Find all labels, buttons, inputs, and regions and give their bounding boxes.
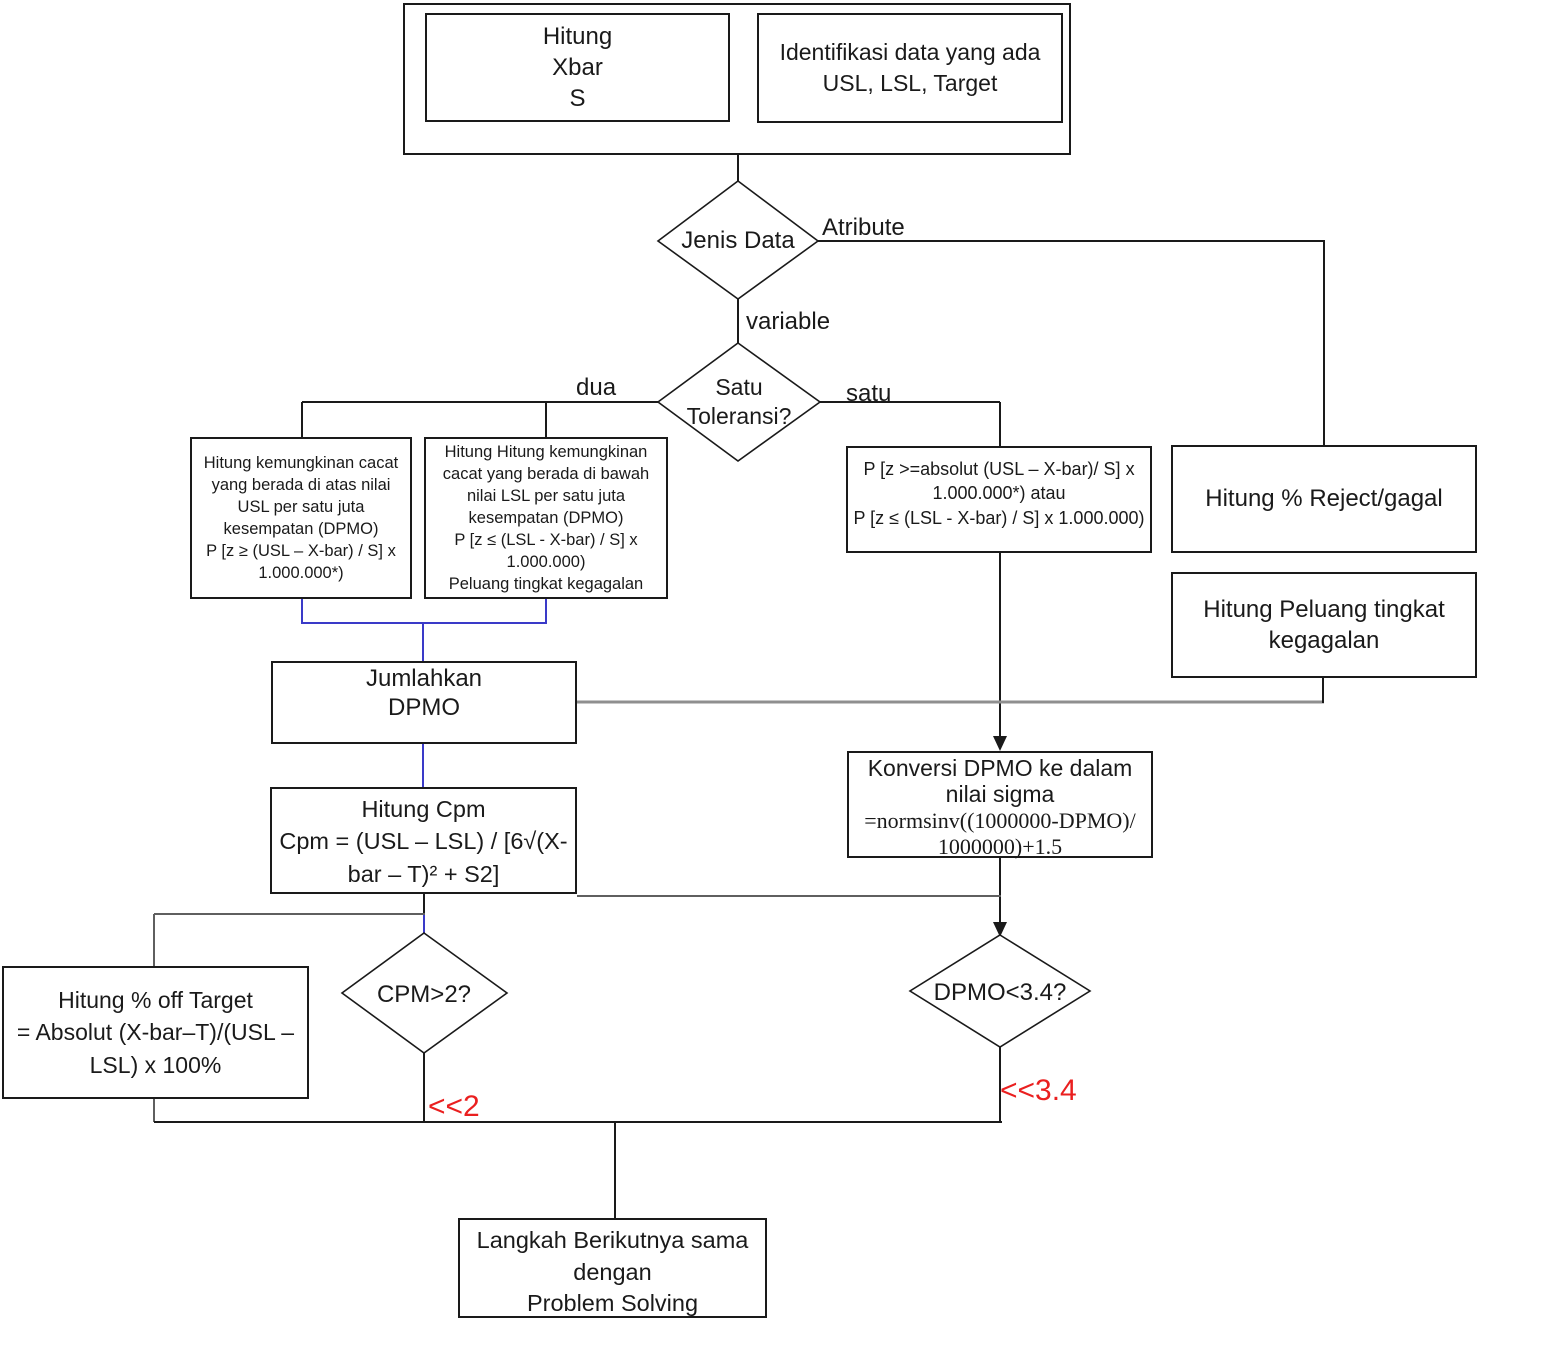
node-dpmo-usl-text: Hitung kemungkinan cacat yang berada di … <box>203 453 399 583</box>
node-hitung-cpm: Hitung Cpm Cpm = (USL – LSL) / [6√(X- ba… <box>270 787 577 894</box>
node-identifikasi: Identifikasi data yang ada USL, LSL, Tar… <box>757 13 1063 123</box>
arrowhead-dpmo-decision <box>993 922 1007 937</box>
dpmo-decision-label: DPMO<3.4? <box>933 979 1067 1006</box>
dpmo-decision-diamond <box>908 934 1092 1048</box>
node-p-absolut: P [z >=absolut (USL – X-bar)/ S] x 1.000… <box>846 446 1152 553</box>
cpm-decision-diamond <box>340 932 509 1054</box>
satu-toleransi-diamond <box>656 342 822 462</box>
node-off-target: Hitung % off Target = Absolut (X-bar–T)/… <box>2 966 309 1099</box>
edge-label-dpmo-no: <<3.4 <box>1000 1074 1077 1107</box>
cpm-decision-label: CPM>2? <box>376 981 472 1008</box>
node-konversi-title: Konversi DPMO ke dalam nilai sigma <box>867 755 1133 808</box>
satu-toleransi-label: Satu Toleransi? <box>686 374 792 429</box>
node-hitung-cpm-text: Hitung Cpm Cpm = (USL – LSL) / [6√(X- ba… <box>279 796 568 887</box>
jenis-data-label: Jenis Data <box>681 227 795 254</box>
node-konversi-formula: =normsinv((1000000-DPMO)/ 1000000)+1.5 <box>864 807 1136 860</box>
node-hitung-reject-text: Hitung % Reject/gagal <box>1205 485 1443 513</box>
edge-label-satu: satu <box>846 380 892 407</box>
node-konversi: Konversi DPMO ke dalam nilai sigma =norm… <box>847 751 1153 860</box>
jenis-data-diamond <box>656 180 820 300</box>
node-hitung-peluang-text: Hitung Peluang tingkat kegagalan <box>1203 595 1445 654</box>
node-p-absolut-text: P [z >=absolut (USL – X-bar)/ S] x 1.000… <box>853 459 1145 528</box>
node-hitung-xbar: Hitung Xbar S <box>425 13 730 122</box>
node-identifikasi-text: Identifikasi data yang ada USL, LSL, Tar… <box>779 38 1041 96</box>
arrowhead-konversi <box>993 736 1007 751</box>
node-dpmo-usl: Hitung kemungkinan cacat yang berada di … <box>190 437 412 599</box>
edge-label-variable: variable <box>746 308 831 335</box>
edge-label-cpm-no: <<2 <box>428 1090 480 1123</box>
node-hitung-peluang: Hitung Peluang tingkat kegagalan <box>1171 572 1477 678</box>
node-hitung-reject: Hitung % Reject/gagal <box>1171 445 1477 553</box>
edge-label-atribute: Atribute <box>822 214 905 241</box>
edge-label-dua: dua <box>576 374 617 401</box>
node-dpmo-lsl: Hitung Hitung kemungkinan cacat yang ber… <box>424 437 668 599</box>
node-dpmo-lsl-text: Hitung Hitung kemungkinan cacat yang ber… <box>442 442 650 594</box>
node-jumlahkan: Jumlahkan DPMO <box>271 661 577 744</box>
node-langkah: Langkah Berikutnya sama dengan Problem S… <box>458 1218 767 1318</box>
node-hitung-xbar-text: Hitung Xbar S <box>542 22 613 113</box>
node-off-target-text: Hitung % off Target = Absolut (X-bar–T)/… <box>16 987 295 1078</box>
node-jumlahkan-text: Jumlahkan DPMO <box>365 665 483 722</box>
node-langkah-text: Langkah Berikutnya sama dengan Problem S… <box>476 1227 749 1317</box>
